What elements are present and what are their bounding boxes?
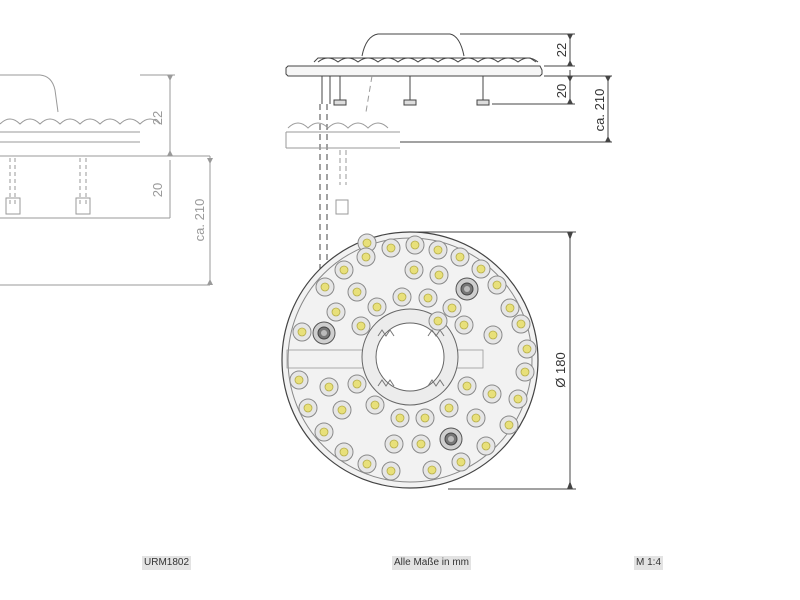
side-view [285, 33, 612, 270]
screw-head [312, 321, 336, 345]
screw-head [439, 427, 463, 451]
diameter-dimension [410, 231, 576, 490]
center-hub-inner [375, 322, 445, 392]
dome-outline [361, 33, 465, 57]
led-lens [454, 315, 474, 335]
led-lens [450, 247, 470, 267]
spring-clips [377, 329, 445, 387]
led-lens [367, 297, 387, 317]
screw-head [455, 277, 479, 301]
led-lens [442, 298, 462, 318]
led-lens [466, 408, 486, 428]
base-plate [285, 65, 543, 77]
led-lens [500, 298, 520, 318]
led-lens [319, 377, 339, 397]
ghost-side-view [0, 74, 213, 286]
led-lens [508, 389, 528, 409]
led-lens [365, 395, 385, 415]
lens-row [317, 57, 539, 63]
led-lens [357, 454, 377, 474]
article-number: URM1802 [142, 556, 192, 570]
led-lens [381, 238, 401, 258]
led-lens [483, 325, 503, 345]
led-lens [418, 288, 438, 308]
led-lens [476, 436, 496, 456]
ghost-dome-height-label: 22 [150, 111, 165, 125]
led-lens [411, 434, 431, 454]
top-view: Ø 180 [281, 231, 576, 490]
led-lens [439, 398, 459, 418]
led-lens [347, 374, 367, 394]
led-lens [357, 233, 377, 253]
led-lens [517, 339, 537, 359]
led-lens [298, 398, 318, 418]
led-lens [428, 311, 448, 331]
led-lens [334, 260, 354, 280]
led-lens [499, 415, 519, 435]
pin-height-label: 20 [554, 84, 569, 98]
led-lens [487, 275, 507, 295]
mounting-pins [321, 76, 490, 106]
led-lens [404, 260, 424, 280]
led-lens [405, 235, 425, 255]
ghost-overall-height-label: ca. 210 [192, 199, 207, 242]
units-note: Alle Maße in mm [392, 556, 472, 570]
led-lens [332, 400, 352, 420]
led-lens [429, 265, 449, 285]
led-lens [356, 247, 376, 267]
overall-height-label: ca. 210 [592, 89, 607, 132]
led-lens [384, 434, 404, 454]
led-lens [334, 442, 354, 462]
led-lens [511, 314, 531, 334]
led-lens [292, 322, 312, 342]
led-lens [392, 287, 412, 307]
led-lens [515, 362, 535, 382]
led-lens [451, 452, 471, 472]
led-lens [289, 370, 309, 390]
led-lens [326, 302, 346, 322]
ghost-pin-height-label: 20 [150, 183, 165, 197]
led-lens [381, 461, 401, 481]
diameter-label: Ø 180 [553, 352, 568, 387]
led-lens [428, 240, 448, 260]
ghost-dimension-labels: 22 20 ca. 210 [150, 111, 207, 242]
led-lens [351, 316, 371, 336]
side-view-dimensions [567, 34, 611, 142]
dome-height-label: 22 [554, 43, 569, 57]
led-lens [347, 282, 367, 302]
scale-note: M 1:4 [634, 556, 664, 570]
led-lens [390, 408, 410, 428]
led-group [289, 233, 537, 481]
led-lens [482, 384, 502, 404]
sensor-screws [312, 277, 479, 451]
led-lens [315, 277, 335, 297]
led-lens [471, 259, 491, 279]
led-lens [422, 460, 442, 480]
led-lens [314, 422, 334, 442]
side-view-dimension-labels: 22 20 ca. 210 [554, 43, 607, 132]
led-lens [457, 376, 477, 396]
led-lens [415, 408, 435, 428]
